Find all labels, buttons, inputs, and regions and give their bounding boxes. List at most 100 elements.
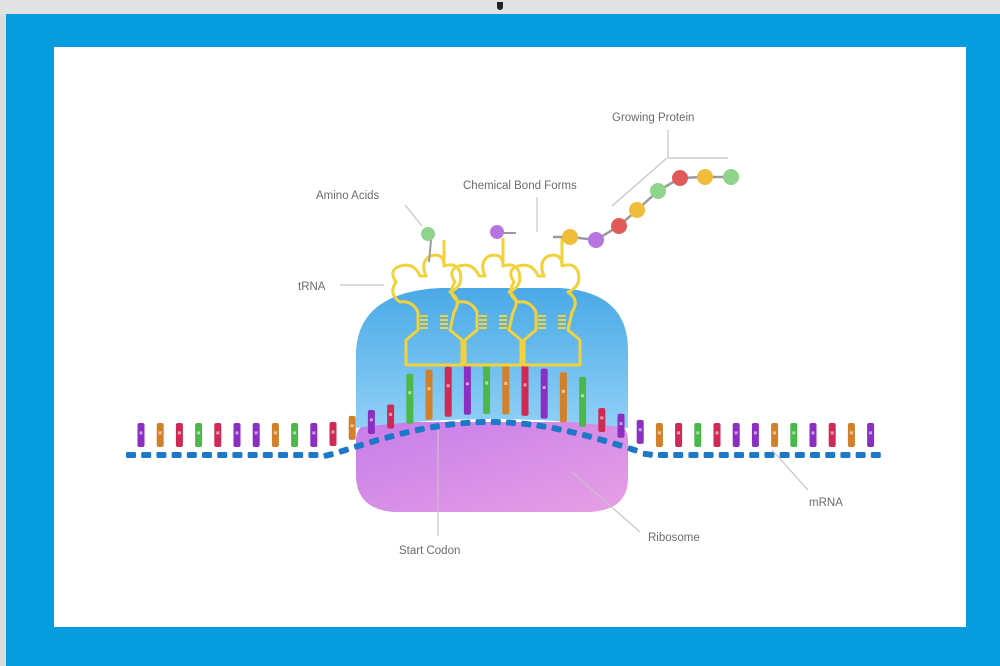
nucleotide-notch	[754, 431, 757, 434]
chain-amino-acid	[588, 232, 604, 248]
backbone-segment	[460, 420, 470, 427]
backbone-segment	[476, 419, 486, 425]
nucleotide-base	[330, 422, 337, 446]
label-amino-acids: Amino Acids	[316, 190, 380, 202]
nucleotide-base	[829, 423, 836, 447]
nucleotide-base	[368, 410, 375, 434]
nucleotide-base	[848, 423, 855, 447]
ribosome	[356, 288, 628, 512]
nucleotide-notch	[792, 431, 795, 434]
backbone-segment	[673, 452, 683, 458]
backbone-segment	[445, 421, 456, 428]
backbone-segment	[338, 446, 349, 455]
backbone-segment	[704, 452, 714, 458]
nucleotide-base	[483, 364, 490, 414]
backbone-segment	[126, 452, 136, 458]
tRNA-amino-acid	[490, 225, 504, 239]
nucleotide-notch	[274, 431, 277, 434]
backbone-segment	[248, 452, 258, 458]
nucleotide-notch	[831, 431, 834, 434]
free-amino-acid	[421, 227, 435, 241]
nucleotide-base	[253, 423, 260, 447]
backbone-segment	[217, 452, 227, 458]
backbone-segment	[506, 419, 516, 426]
backbone-segment	[263, 452, 273, 458]
nucleotide-base	[675, 423, 682, 447]
nucleotide-base	[157, 423, 164, 447]
backbone-segment	[719, 452, 729, 458]
nucleotide-base	[214, 423, 221, 447]
nucleotide-notch	[408, 391, 411, 394]
label-ribosome: Ribosome	[648, 532, 700, 544]
nucleotide-base	[234, 423, 241, 447]
chain-amino-acid	[650, 183, 666, 199]
nucleotide-base	[579, 377, 586, 427]
backbone-segment	[749, 452, 759, 458]
nucleotide-notch	[639, 428, 642, 431]
label-trna: tRNA	[298, 281, 326, 293]
ribosome-large-subunit	[356, 288, 628, 428]
nucleotide-notch	[236, 431, 239, 434]
nucleotide-notch	[178, 431, 181, 434]
backbone-segment	[232, 452, 242, 458]
nucleotide-base	[694, 423, 701, 447]
nucleotide-notch	[869, 431, 872, 434]
nucleotide-notch	[447, 384, 450, 387]
nucleotide-notch	[370, 418, 373, 421]
nucleotide-base	[195, 423, 202, 447]
nucleotide-base	[560, 372, 567, 422]
backbone-segment	[780, 452, 790, 458]
backbone-segment	[323, 451, 334, 459]
nucleotide-base	[867, 423, 874, 447]
nucleotide-notch	[696, 431, 699, 434]
nucleotide-base	[656, 423, 663, 447]
backbone-segment	[825, 452, 835, 458]
nucleotide-base	[138, 423, 145, 447]
nucleotide-notch	[543, 386, 546, 389]
nucleotide-base	[291, 423, 298, 447]
nucleotide-notch	[677, 431, 680, 434]
nucleotide-notch	[216, 431, 219, 434]
nucleotide-notch	[812, 431, 815, 434]
backbone-segment	[642, 451, 653, 458]
nucleotide-base	[790, 423, 797, 447]
nucleotide-notch	[485, 382, 488, 385]
chain-amino-acid	[697, 169, 713, 185]
backbone-segment	[278, 452, 288, 458]
nucleotide-base	[272, 423, 279, 447]
nucleotide-base	[464, 365, 471, 415]
nucleotide-notch	[716, 431, 719, 434]
label-start-codon: Start Codon	[399, 545, 460, 557]
nucleotide-base	[598, 408, 605, 432]
nucleotide-base	[714, 423, 721, 447]
nucleotide-notch	[600, 416, 603, 419]
nucleotide-base	[810, 423, 817, 447]
backbone-segment	[491, 419, 501, 425]
nucleotide-base	[618, 414, 625, 438]
nucleotide-notch	[312, 431, 315, 434]
nucleotide-notch	[428, 387, 431, 390]
label-mrna: mRNA	[809, 497, 843, 509]
nucleotide-notch	[197, 431, 200, 434]
backbone-segment	[871, 452, 881, 458]
label-growing-protein: Growing Protein	[612, 112, 694, 124]
backbone-segment	[840, 452, 850, 458]
nucleotide-notch	[658, 431, 661, 434]
nucleotide-base	[752, 423, 759, 447]
nucleotide-base	[176, 423, 183, 447]
backbone-segment	[810, 452, 820, 458]
nucleotide-notch	[850, 431, 853, 434]
nucleotide-notch	[773, 431, 776, 434]
backbone-segment	[308, 452, 318, 458]
chain-amino-acid	[611, 218, 627, 234]
nucleotide-notch	[389, 413, 392, 416]
backbone-segment	[156, 452, 166, 458]
chain-amino-acid	[629, 202, 645, 218]
nucleotide-notch	[140, 431, 143, 434]
nucleotide-notch	[159, 431, 162, 434]
nucleotide-notch	[562, 390, 565, 393]
backbone-segment	[187, 452, 197, 458]
nucleotide-base	[502, 364, 509, 414]
nucleotide-base	[771, 423, 778, 447]
